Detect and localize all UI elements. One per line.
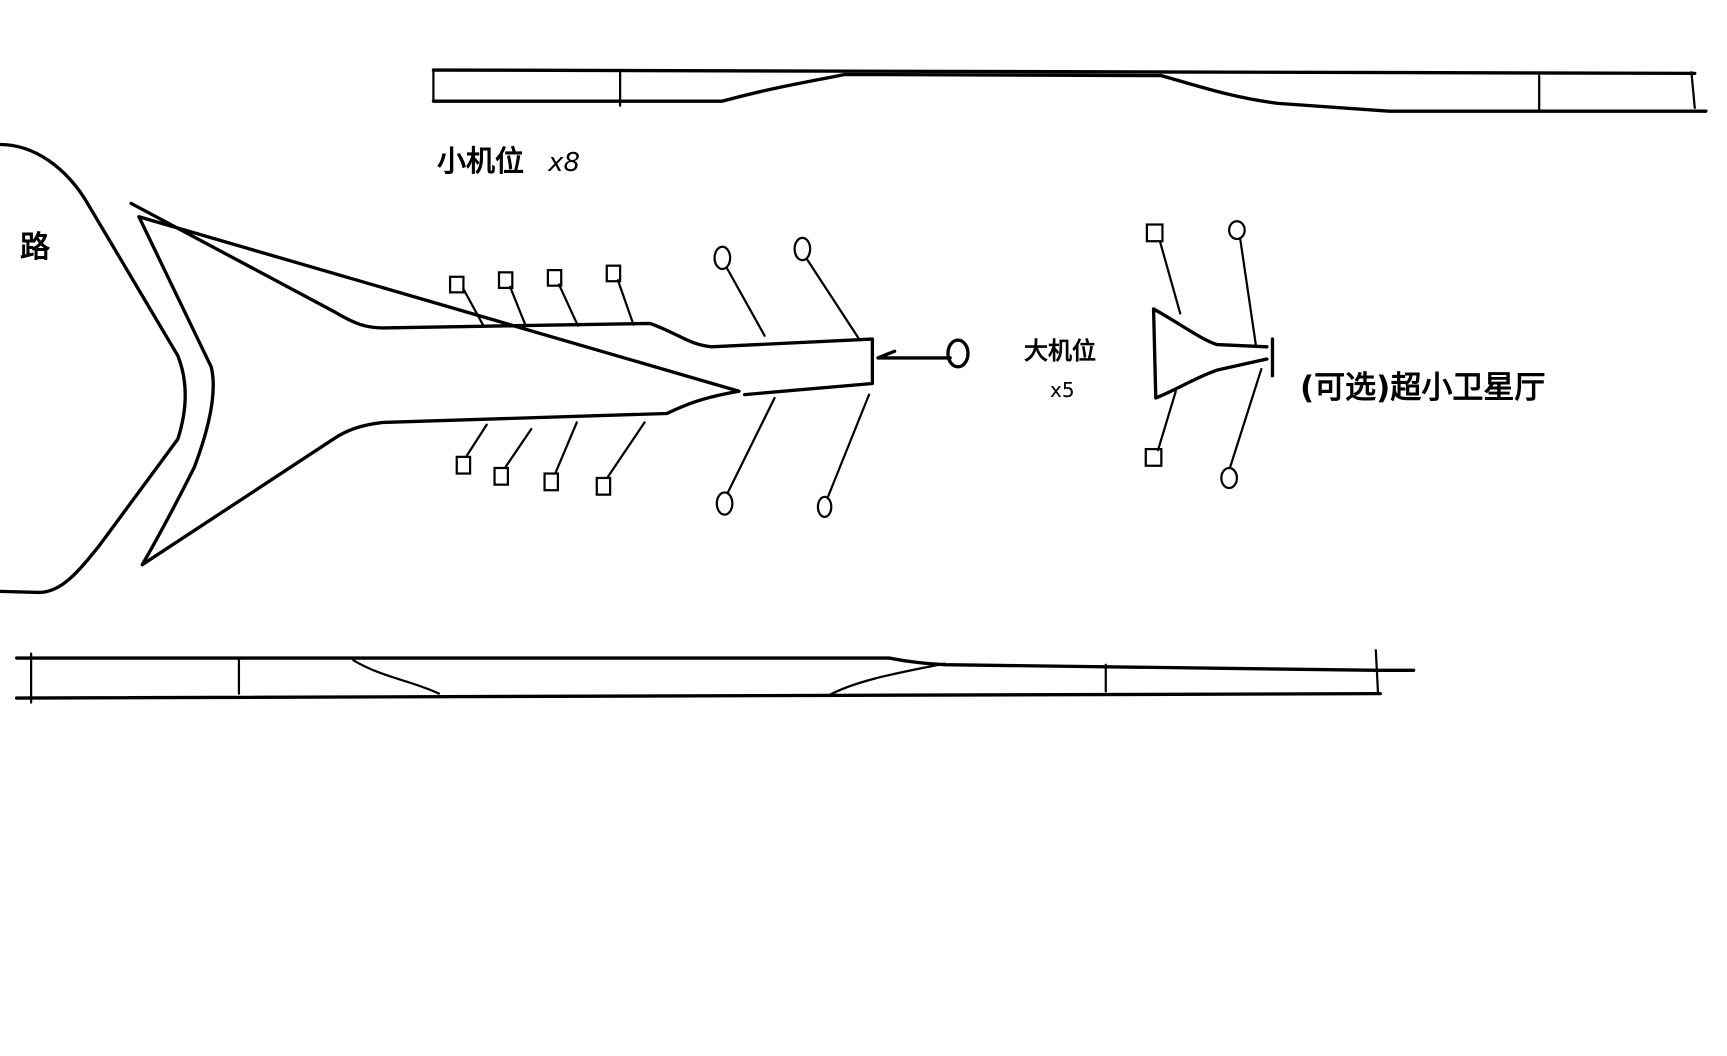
- small-stands: [448, 264, 646, 496]
- large-stands: [713, 236, 970, 518]
- road-label: 路: [20, 230, 50, 265]
- small-stands-count: x8: [548, 148, 581, 178]
- top-runway: [431, 68, 1708, 113]
- bottom-runway: [15, 649, 1416, 704]
- large-stands-count: x5: [1050, 378, 1075, 402]
- terminal-building: [129, 201, 875, 567]
- road-curve: [0, 142, 187, 595]
- small-stands-label: 小机位 x8: [437, 138, 580, 180]
- satellite-concourse: [1144, 220, 1275, 490]
- satellite-label: (可选)超小卫星厅: [1300, 370, 1546, 406]
- large-stands-label: 大机位: [1024, 337, 1096, 365]
- small-stands-text: 小机位: [437, 144, 525, 178]
